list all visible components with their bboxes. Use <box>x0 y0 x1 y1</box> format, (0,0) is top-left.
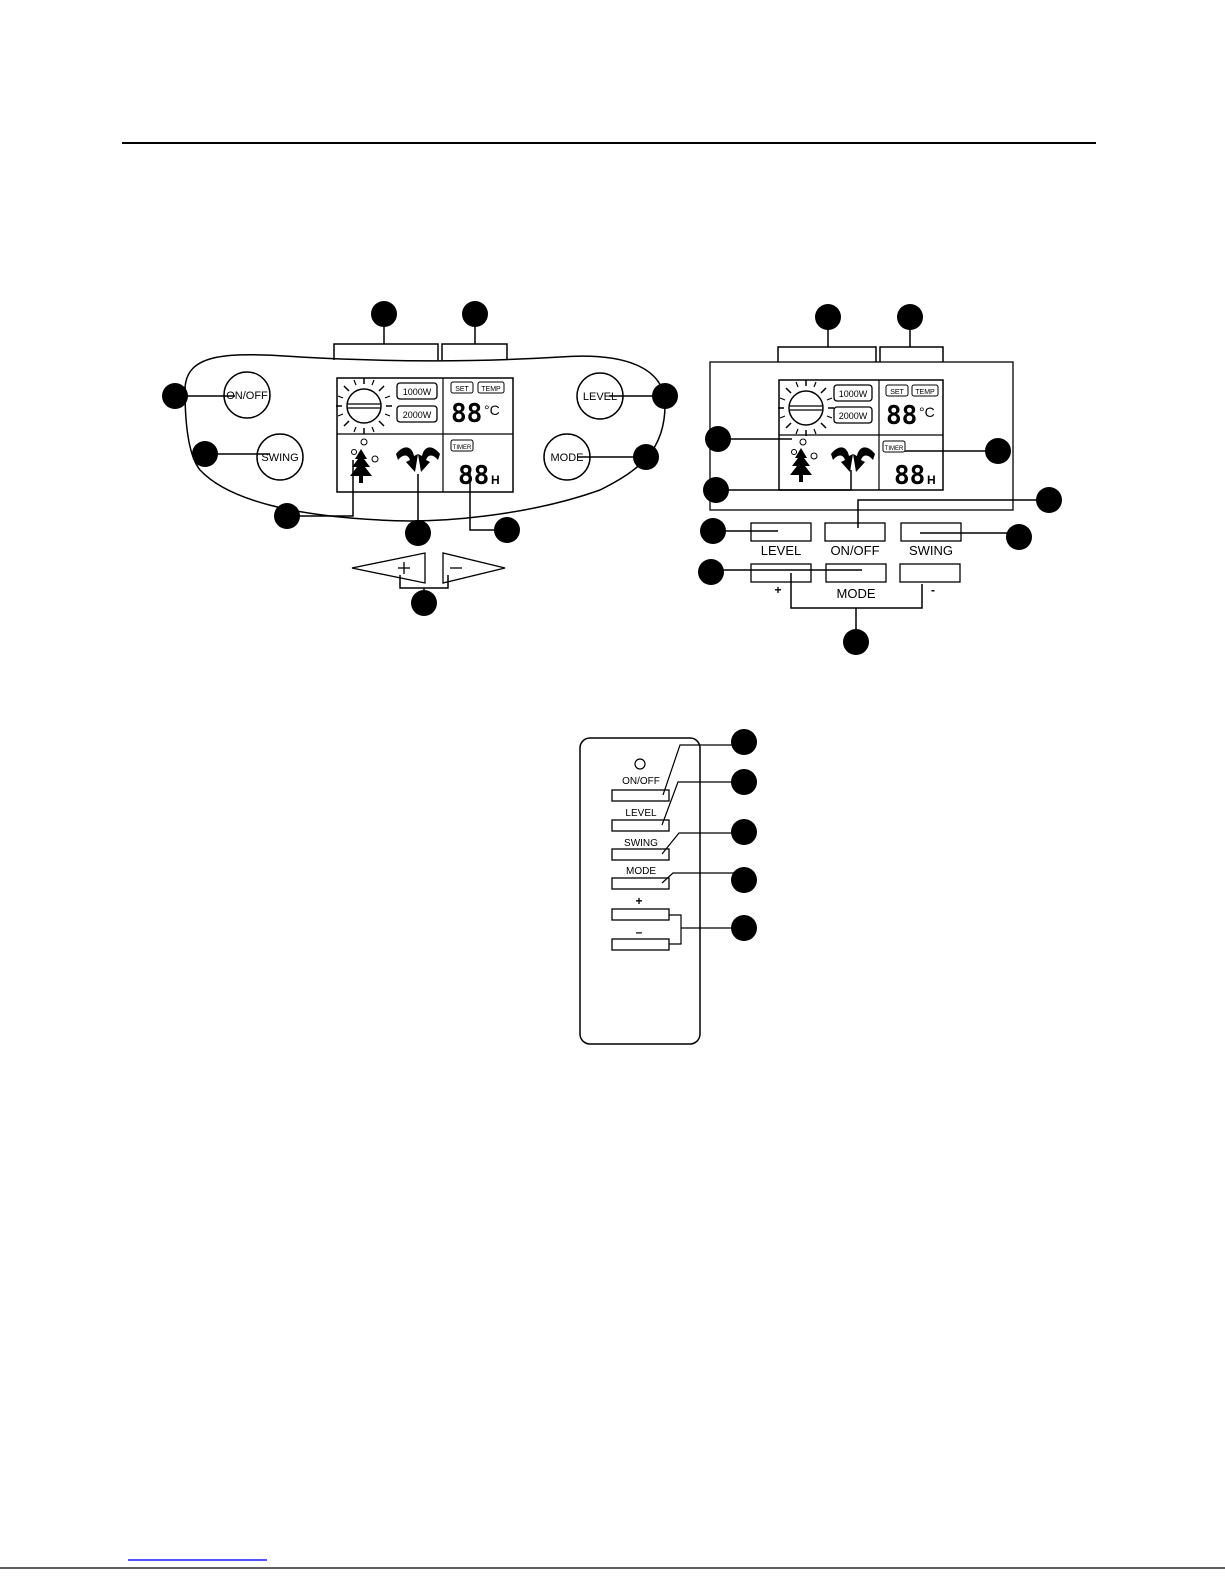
timer-digits: 88 <box>458 461 489 491</box>
panel-b-level-label: LEVEL <box>761 543 801 558</box>
panel-b-on-off-button[interactable] <box>825 523 885 541</box>
callout-marker-icon <box>985 438 1011 464</box>
remote-mode-button[interactable] <box>612 878 669 889</box>
remote-plus-button[interactable] <box>612 909 669 920</box>
callout-marker-icon <box>703 477 729 503</box>
panel-a-level-label: LEVEL <box>583 391 617 403</box>
callout-marker-icon <box>652 383 678 409</box>
callout-marker-icon <box>815 304 841 330</box>
callout-marker-icon <box>371 301 397 327</box>
temp-label: TEMP <box>915 389 935 396</box>
sun-icon <box>778 380 834 436</box>
panel-a-mode-label: MODE <box>551 452 584 464</box>
set-label: SET <box>455 386 469 393</box>
callout-marker-icon <box>731 819 757 845</box>
set-label: SET <box>890 389 904 396</box>
panel-a: 1000W 2000W SET TEMP 88 °C TIMER 88 H ON… <box>162 301 678 616</box>
panel-b-plus-label: + <box>774 583 781 597</box>
temp-unit: °C <box>919 404 935 420</box>
power-2000w-label: 2000W <box>839 411 868 421</box>
callout-marker-icon <box>192 441 218 467</box>
timer-label: TIMER <box>453 445 472 451</box>
callout-marker-icon <box>494 517 520 543</box>
panel-b-on-off-label: ON/OFF <box>830 543 879 558</box>
panel-a-plus-button[interactable] <box>352 553 425 583</box>
callout-marker-icon <box>405 520 431 546</box>
timer-label: TIMER <box>885 446 904 452</box>
temp-digits: 88 <box>451 399 482 429</box>
timer-unit: H <box>491 473 500 487</box>
remote-level-button[interactable] <box>612 820 669 831</box>
sun-icon <box>336 378 392 434</box>
callout-marker-icon <box>731 769 757 795</box>
panel-b-mode-label: MODE <box>837 586 876 601</box>
remote-mode-label: MODE <box>626 866 656 877</box>
timer-digits: 88 <box>894 461 925 491</box>
callout-marker-icon <box>633 444 659 470</box>
remote-minus-label: – <box>636 925 643 939</box>
panel-b-level-button[interactable] <box>751 523 811 541</box>
callout-marker-icon <box>731 729 757 755</box>
callout-marker-icon <box>411 590 437 616</box>
callout-marker-icon <box>897 304 923 330</box>
callout-marker-icon <box>705 426 731 452</box>
callout-marker-icon <box>698 559 724 585</box>
panel-b-minus-button[interactable] <box>900 564 960 582</box>
callout-marker-icon <box>731 915 757 941</box>
panel-b-outline <box>710 362 1013 510</box>
remote-control: ON/OFF LEVEL SWING MODE + – <box>580 729 757 1044</box>
remote-plus-label: + <box>635 894 642 908</box>
timer-unit: H <box>927 473 936 487</box>
callout-marker-icon <box>462 301 488 327</box>
swing-arrows-icon <box>831 447 875 472</box>
callout-marker-icon <box>731 867 757 893</box>
panel-b-mode-button[interactable] <box>826 564 886 582</box>
power-2000w-label: 2000W <box>403 410 432 420</box>
temp-unit: °C <box>484 402 500 418</box>
remote-on-off-label: ON/OFF <box>622 776 660 787</box>
callout-marker-icon <box>843 629 869 655</box>
tree-icon <box>790 448 812 482</box>
callout-marker-icon <box>162 383 188 409</box>
remote-on-off-button[interactable] <box>612 790 669 801</box>
remote-minus-button[interactable] <box>612 939 669 950</box>
panel-b-swing-label: SWING <box>909 543 953 558</box>
temp-digits: 88 <box>886 401 917 431</box>
callout-marker-icon <box>1006 524 1032 550</box>
panel-b-swing-button[interactable] <box>901 523 961 541</box>
callout-marker-icon <box>700 518 726 544</box>
remote-callouts <box>731 729 757 941</box>
callout-marker-icon <box>274 503 300 529</box>
panel-b-minus-label: - <box>931 583 935 597</box>
power-1000w-label: 1000W <box>403 387 432 397</box>
remote-swing-button[interactable] <box>612 849 669 860</box>
indicator-light-icon <box>635 759 645 769</box>
power-1000w-label: 1000W <box>839 389 868 399</box>
temp-label: TEMP <box>481 386 501 393</box>
remote-level-label: LEVEL <box>625 808 657 819</box>
swing-arrows-icon <box>396 447 440 472</box>
callout-marker-icon <box>1036 487 1062 513</box>
panel-b: 1000W 2000W SET TEMP 88 °C TIMER 88 H LE… <box>698 304 1062 655</box>
remote-swing-label: SWING <box>624 838 658 849</box>
panel-b-plus-button[interactable] <box>751 564 811 582</box>
